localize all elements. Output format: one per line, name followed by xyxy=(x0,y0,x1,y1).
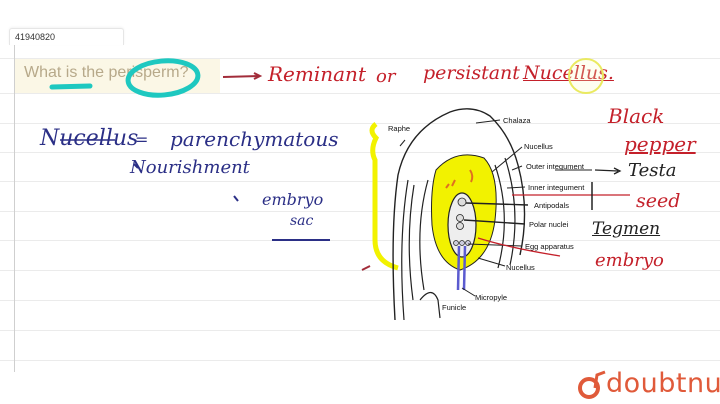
doubtnut-logo: doubtnut xyxy=(576,368,720,399)
video-id-tab: 41940820 xyxy=(9,28,124,45)
note-pepper: pepper xyxy=(624,132,696,156)
ovule-outer xyxy=(392,108,526,321)
note-parenchymatous: parenchymatous xyxy=(170,127,339,151)
note-embryo-red: embryo xyxy=(595,250,664,271)
ruled-line xyxy=(0,211,720,212)
note-equals: = xyxy=(135,130,149,149)
cyan-circle-highlight xyxy=(125,58,201,98)
yellow-cursor-circle xyxy=(568,58,604,94)
yellow-bracket xyxy=(369,122,399,271)
label-funicle: Funicle xyxy=(442,303,467,312)
label-nucellus-bottom: Nucellus xyxy=(506,263,535,272)
ruled-line xyxy=(0,181,720,182)
ruled-line xyxy=(0,93,720,94)
note-seed: seed xyxy=(636,190,681,212)
note-testa: Testa xyxy=(628,160,677,181)
note-sac: sac xyxy=(290,213,314,229)
ruled-line xyxy=(0,330,720,331)
ruled-line xyxy=(0,123,720,124)
ruled-line xyxy=(0,152,720,153)
label-outer-integument: Outer integument xyxy=(526,162,584,171)
label-inner-integument: Inner integument xyxy=(528,183,585,192)
note-nourishment: Nourishment xyxy=(130,157,250,178)
note-black: Black xyxy=(608,104,665,128)
label-nucellus-top: Nucellus xyxy=(524,142,553,151)
ruled-line xyxy=(0,240,720,241)
label-chalaza: Chalaza xyxy=(503,116,531,125)
answer-word-persistant: persistant xyxy=(423,62,520,84)
ruled-line xyxy=(0,270,720,271)
cyan-underline xyxy=(49,83,93,90)
label-micropyle: Micropyle xyxy=(475,293,508,302)
question-text: What is the perisperm? xyxy=(24,64,189,81)
note-nucellus: Nucellus xyxy=(40,126,139,151)
margin-line xyxy=(14,36,15,372)
label-polar-nuclei: Polar nuclei xyxy=(529,220,569,229)
label-raphe: Raphe xyxy=(388,124,411,133)
answer-word-reminant: Reminant xyxy=(268,62,366,86)
answer-word-or: or xyxy=(376,66,396,87)
micropyle-blue xyxy=(456,245,467,291)
label-antipodals: Antipodals xyxy=(534,201,570,210)
red-arrow xyxy=(222,75,259,78)
label-egg-apparatus: Egg apparatus xyxy=(525,242,574,251)
ruled-line xyxy=(0,300,720,301)
ruled-line xyxy=(0,58,720,59)
note-embryo: embryo xyxy=(262,190,324,209)
note-tegmen: Tegmen xyxy=(592,219,661,239)
brand-name: doubtnut xyxy=(606,368,720,399)
doubtnut-logo-icon xyxy=(578,370,606,399)
ruled-line xyxy=(0,360,720,361)
